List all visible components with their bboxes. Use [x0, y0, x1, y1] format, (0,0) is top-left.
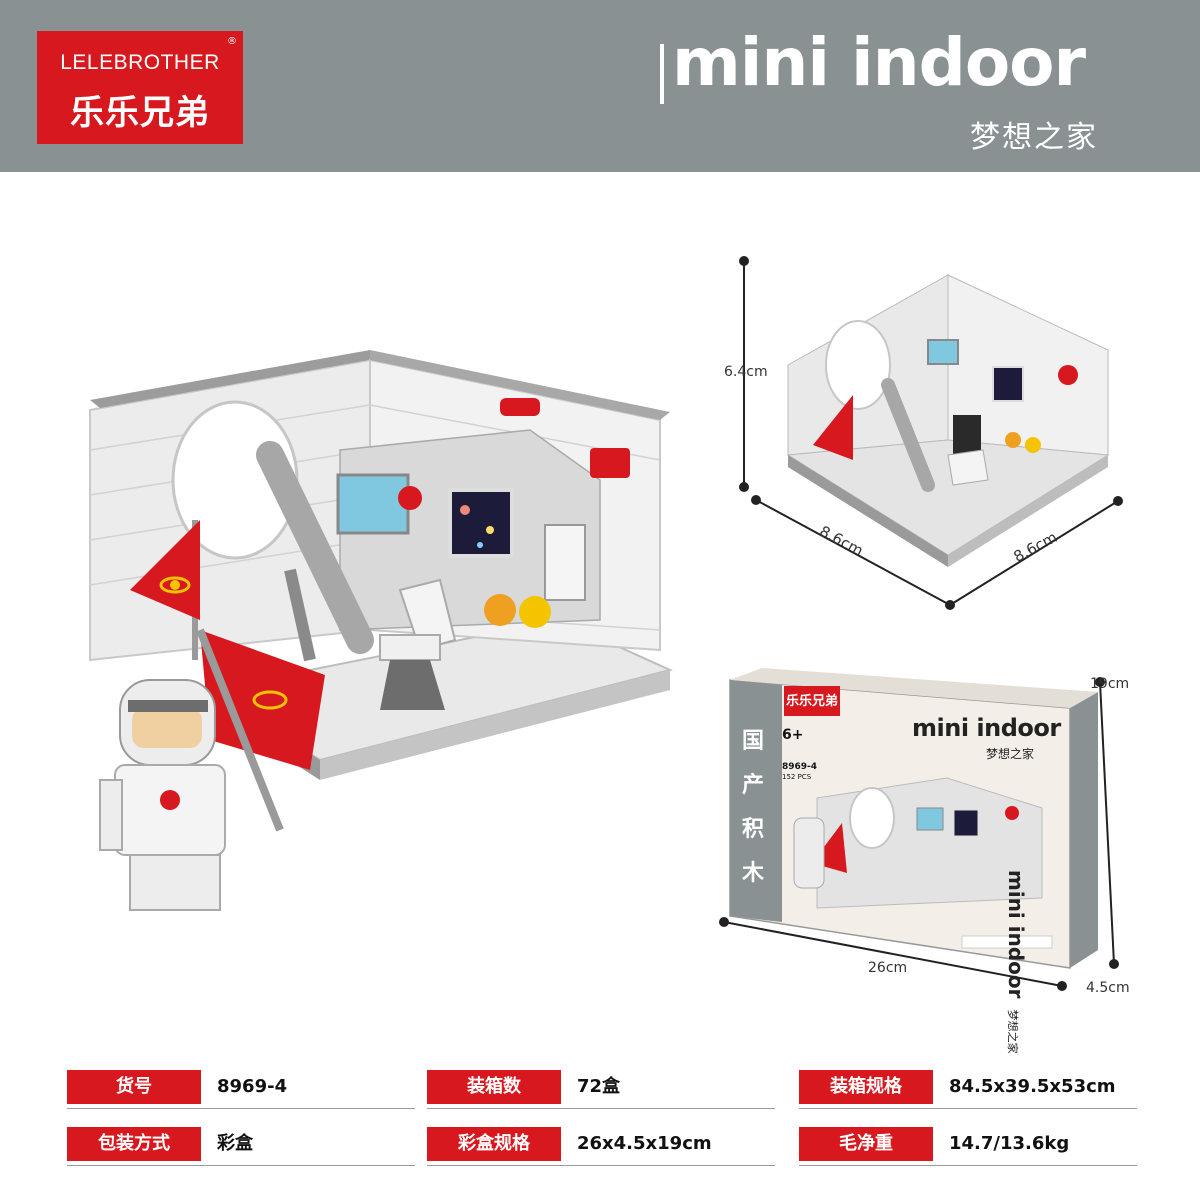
spec-cell-carton-size: 装箱规格 84.5x39.5x53cm	[799, 1064, 1137, 1109]
box-depth-label: 4.5cm	[1086, 980, 1130, 996]
product-box-illustration	[719, 668, 1119, 991]
model-dimension-illustration	[739, 256, 1123, 610]
spec-value: 14.7/13.6kg	[949, 1133, 1070, 1154]
box-spine-title-cn: 梦想之家	[1006, 1009, 1019, 1054]
title-divider	[660, 44, 664, 104]
box-width-label: 26cm	[868, 960, 908, 976]
box-side-char: 国	[741, 729, 764, 754]
brand-name-cn: 乐乐兄弟	[70, 93, 210, 133]
spec-cell-packaging: 包装方式 彩盒	[67, 1121, 415, 1166]
spec-row: 货号 8969-4 装箱数 72盒 装箱规格 84.5x39.5x53cm	[67, 1064, 1137, 1109]
product-title-en: mini indoor	[672, 24, 1086, 101]
spec-label: 装箱规格	[799, 1070, 933, 1104]
box-spine-title-en: mini indoor	[1004, 870, 1028, 999]
spec-label: 包装方式	[67, 1127, 201, 1161]
box-title-cn: 梦想之家	[986, 747, 1035, 761]
box-code: 8969-4	[782, 762, 818, 772]
box-side-char: 产	[741, 773, 764, 798]
spec-value: 84.5x39.5x53cm	[949, 1076, 1116, 1097]
registered-mark: ®	[227, 36, 237, 47]
header-bar: LELEBROTHER ® 乐乐兄弟 mini indoor 梦想之家	[0, 0, 1200, 172]
model-height-label: 6.4cm	[724, 364, 768, 380]
box-height-label: 19cm	[1090, 676, 1130, 692]
box-pieces: 152 PCS	[782, 773, 812, 781]
spec-value: 72盒	[577, 1076, 621, 1097]
spec-cell-item-no: 货号 8969-4	[67, 1064, 415, 1109]
product-title-cn: 梦想之家	[970, 120, 1098, 155]
main-model-illustration	[89, 350, 673, 911]
spec-value: 8969-4	[217, 1076, 288, 1097]
spec-cell-carton-qty: 装箱数 72盒	[427, 1064, 775, 1109]
brand-name-en: LELEBROTHER	[60, 51, 220, 74]
spec-label: 毛净重	[799, 1127, 933, 1161]
box-title-en: mini indoor	[912, 714, 1061, 742]
spec-cell-weight: 毛净重 14.7/13.6kg	[799, 1121, 1137, 1166]
spec-label: 货号	[67, 1070, 201, 1104]
box-age-badge: 6+	[782, 727, 804, 743]
spec-row: 包装方式 彩盒 彩盒规格 26x4.5x19cm 毛净重 14.7/13.6kg	[67, 1121, 1137, 1166]
box-spine-title: mini indoor 梦想之家	[1004, 870, 1028, 1054]
spec-value: 彩盒	[217, 1133, 253, 1154]
box-side-text: 国 产 积 木	[737, 720, 769, 896]
spec-label: 装箱数	[427, 1070, 561, 1104]
spec-cell-box-size: 彩盒规格 26x4.5x19cm	[427, 1121, 775, 1166]
box-brand-cn: 乐乐兄弟	[786, 694, 839, 709]
brand-logo: LELEBROTHER ® 乐乐兄弟	[37, 31, 243, 144]
box-side-char: 积	[741, 817, 764, 842]
spec-value: 26x4.5x19cm	[577, 1133, 712, 1154]
box-side-char: 木	[741, 861, 764, 886]
spec-label: 彩盒规格	[427, 1127, 561, 1161]
